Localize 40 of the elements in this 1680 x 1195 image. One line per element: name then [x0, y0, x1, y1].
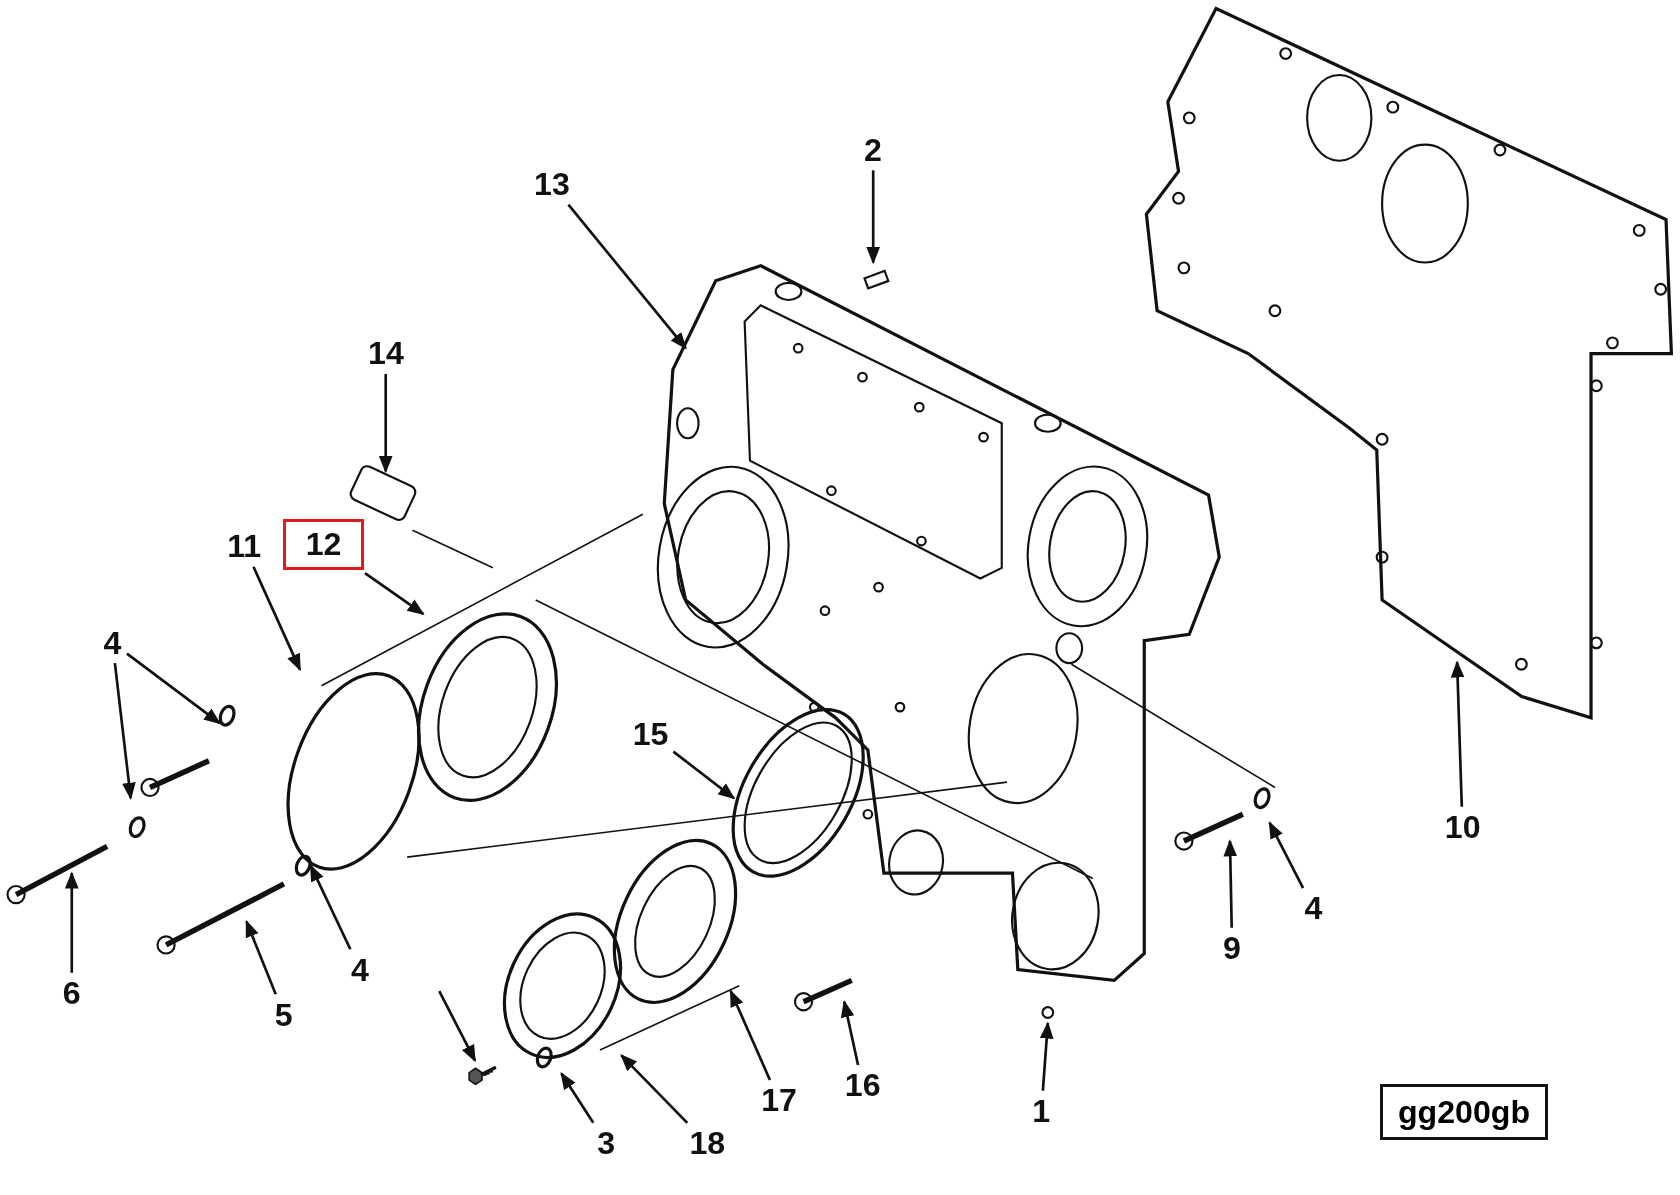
leader-arrow	[840, 1000, 860, 1066]
leader-arrow	[378, 373, 393, 474]
leader-arrow	[126, 652, 221, 725]
callout-number: 15	[630, 716, 671, 752]
leader-arrow	[245, 919, 277, 995]
callout-number: 14	[365, 336, 406, 371]
leader-arrow	[1223, 839, 1238, 928]
callout-number: 9	[1220, 931, 1243, 966]
callout-number: 11	[225, 529, 264, 564]
callout-number: 3	[595, 1126, 618, 1161]
screw-drawing	[467, 1063, 498, 1086]
figure-code: gg200gb	[1379, 1084, 1548, 1141]
leader-arrow	[309, 864, 352, 950]
leader-arrow	[64, 871, 79, 973]
callout-number: 4	[101, 625, 124, 660]
callout-number: 4	[348, 952, 371, 987]
callout-number: 17	[759, 1083, 800, 1118]
leader-arrow	[1039, 1021, 1054, 1091]
callout-number: 2	[861, 132, 885, 168]
leader-arrow	[364, 572, 425, 615]
callout-number: 5	[272, 997, 295, 1032]
leader-arrow	[438, 990, 477, 1063]
callout-number: 13	[531, 167, 572, 202]
leader-arrow	[252, 566, 302, 672]
callout-number: 1	[1030, 1093, 1053, 1129]
leader-arrow	[560, 1072, 595, 1124]
callout-number: 10	[1442, 809, 1483, 845]
leader-arrow	[729, 989, 772, 1081]
callout-number: 6	[60, 976, 83, 1011]
leader-arrow	[620, 1054, 689, 1124]
callout-number: 4	[1302, 891, 1325, 926]
callout-number: 16	[842, 1068, 883, 1103]
leader-arrow	[866, 170, 881, 265]
leader-arrow	[1450, 660, 1465, 807]
leader-arrow	[113, 663, 136, 800]
leader-arrow	[1268, 821, 1305, 889]
callout-number: 18	[687, 1126, 728, 1161]
callout-number: 12	[283, 518, 364, 570]
leader-arrow	[672, 750, 736, 800]
leader-arrow	[567, 203, 687, 350]
